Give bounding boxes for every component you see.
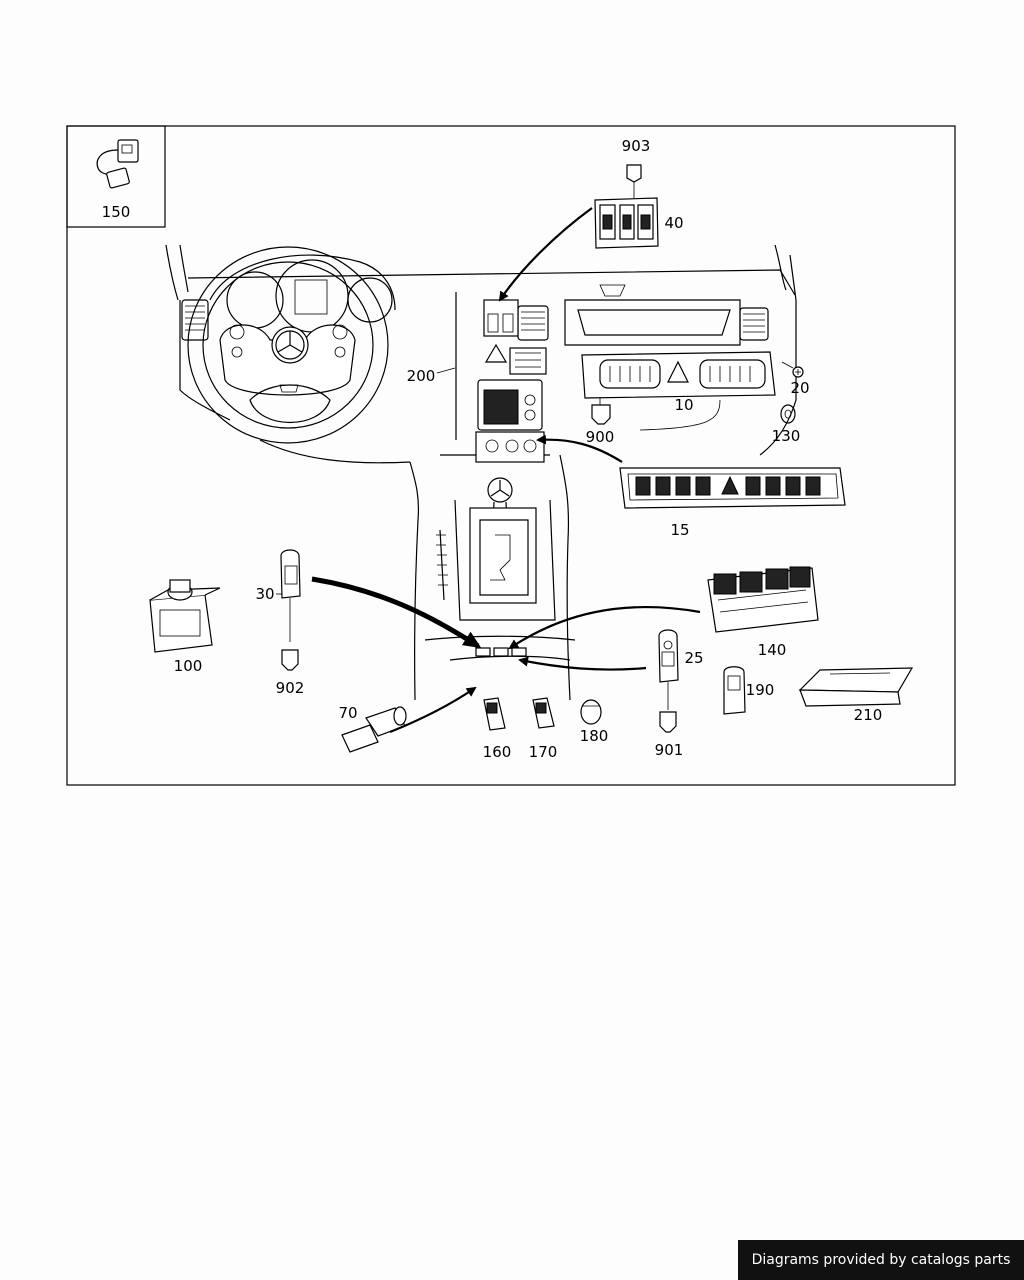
lower-switch-tray: [424, 635, 576, 661]
part-160-switch: [483, 697, 506, 731]
part-190-button: [723, 666, 746, 715]
callout-30: 30: [255, 585, 274, 603]
gear-shifter: [436, 477, 556, 621]
callout-900: 900: [586, 428, 615, 446]
center-console: [455, 292, 547, 463]
dashboard-outline: [165, 244, 797, 701]
part-170-switch: [532, 697, 555, 729]
callout-20: 20: [790, 379, 809, 397]
inset-frame: [66, 125, 166, 228]
callout-130: 130: [772, 427, 801, 445]
instrument-cluster: [209, 254, 396, 333]
callout-40: 40: [664, 214, 683, 232]
callout-10: 10: [674, 396, 693, 414]
callout-150: 150: [102, 203, 131, 221]
part-903-connector: [626, 164, 642, 198]
part-30-switch: [280, 549, 301, 642]
part-40-switch-block: [594, 197, 659, 249]
callout-901: 901: [655, 741, 684, 759]
steering-wheel: [187, 246, 389, 444]
part-180-cap: [580, 699, 602, 725]
part-150-cable-connector: [96, 139, 139, 189]
callout-labels: 150 903 40 200 20 10 900 130 15 30 100 9…: [102, 137, 883, 761]
callout-100: 100: [174, 657, 203, 675]
callout-70: 70: [338, 704, 357, 722]
part-100-controller: [149, 579, 221, 653]
right-air-vent: [739, 307, 769, 341]
callout-210: 210: [854, 706, 883, 724]
callout-15: 15: [670, 521, 689, 539]
callout-140: 140: [758, 641, 787, 659]
glovebox-handle: [564, 284, 741, 346]
part-902-connector: [281, 649, 299, 671]
left-air-vent: [181, 299, 209, 341]
mercedes-star-icon: [275, 330, 305, 360]
part-20-screw: [781, 361, 804, 378]
part-130-washer: [780, 404, 796, 424]
callout-25: 25: [684, 649, 703, 667]
part-900-connector: [591, 398, 611, 425]
arrows: [311, 207, 701, 734]
part-15-switch-strip: [619, 467, 846, 509]
part-10-climate-panel: [581, 351, 776, 431]
part-25-switch: [658, 629, 679, 710]
footer-credit: Diagrams provided by catalogs parts: [738, 1240, 1024, 1280]
part-210-module: [798, 667, 914, 707]
center-air-vent: [517, 305, 549, 341]
callout-180: 180: [580, 727, 609, 745]
callout-170: 170: [529, 743, 558, 761]
hazard-triangle-icon: [484, 343, 508, 363]
part-901-connector: [659, 711, 677, 733]
callout-902: 902: [276, 679, 305, 697]
part-140-switch-cluster: [707, 566, 819, 633]
diagram-frame: [66, 125, 956, 786]
callout-190: 190: [746, 681, 775, 699]
leader-lines: [276, 367, 456, 595]
callout-903: 903: [622, 137, 651, 155]
callout-160: 160: [483, 743, 512, 761]
callout-200: 200: [407, 367, 436, 385]
